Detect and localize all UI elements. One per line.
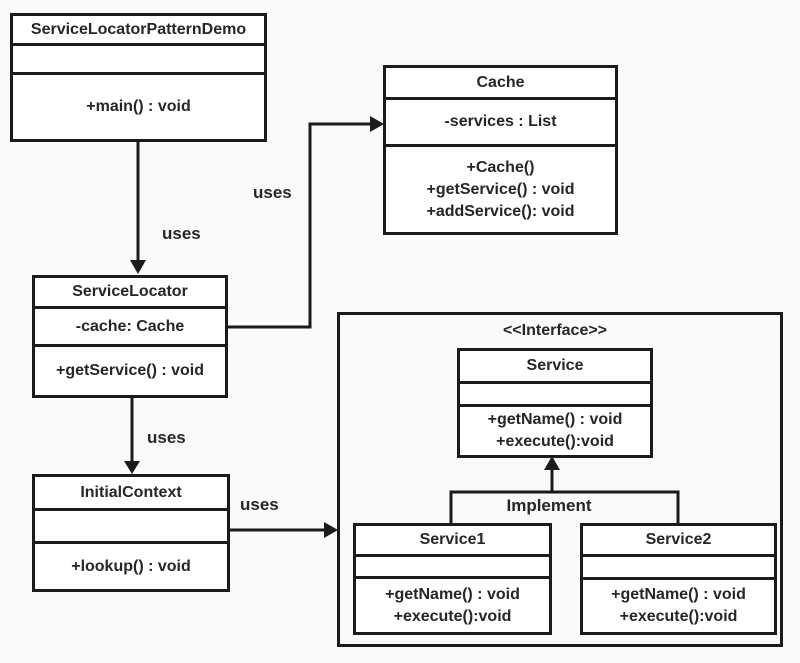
attributes-compartment	[13, 46, 264, 75]
operation: +execute():void	[619, 608, 738, 625]
arrowhead-right-into-cache	[370, 116, 384, 132]
attributes-compartment	[460, 384, 650, 407]
arrowhead-right-into-group	[324, 522, 338, 538]
interface-stereotype-label: <<Interface>>	[502, 322, 608, 339]
class-box-cache: Cache -services : List +Cache() +getServ…	[383, 65, 618, 235]
class-name: Cache	[386, 68, 615, 100]
operations-compartment: +Cache() +getService() : void +addServic…	[386, 147, 615, 232]
operations-compartment: +getService() : void	[35, 347, 225, 395]
uses-label-locator-to-cache: uses	[253, 183, 292, 202]
class-name: Service1	[356, 526, 549, 557]
operation: +Cache()	[466, 158, 535, 176]
uses-label-context-to-services: uses	[240, 495, 279, 514]
arrowhead-down-into-servicelocator	[130, 260, 146, 274]
attributes-compartment	[356, 557, 549, 579]
attributes-compartment	[35, 511, 227, 544]
uses-label-locator-to-context: uses	[147, 428, 186, 447]
attribute: -cache: Cache	[75, 317, 185, 335]
operation: +execute():void	[496, 433, 614, 450]
operation: +getName() : void	[487, 411, 623, 428]
operations-compartment: +getName() : void +execute():void	[583, 580, 774, 632]
operation: +getName() : void	[385, 585, 520, 603]
class-box-servicelocatorpatterndemo: ServiceLocatorPatternDemo +main() : void	[10, 13, 267, 142]
attributes-compartment	[583, 557, 774, 580]
operation: +getName() : void	[611, 586, 746, 603]
attributes-compartment: -services : List	[386, 100, 615, 147]
class-name: ServiceLocatorPatternDemo	[13, 16, 264, 46]
uses-line-locator-to-cache	[228, 122, 371, 329]
operations-compartment: +getName() : void +execute():void	[460, 407, 650, 455]
interface-group-container	[337, 312, 783, 647]
class-box-service2: Service2 +getName() : void +execute():vo…	[580, 523, 777, 635]
class-name: InitialContext	[35, 477, 227, 511]
operations-compartment: +lookup() : void	[35, 544, 227, 589]
attribute: -services : List	[444, 113, 557, 130]
implement-bracket-line	[449, 490, 680, 523]
operation: +addService(): void	[426, 202, 575, 220]
class-box-servicelocator: ServiceLocator -cache: Cache +getService…	[32, 275, 228, 398]
arrowhead-down-into-initialcontext	[124, 461, 140, 474]
class-name: ServiceLocator	[35, 278, 225, 309]
implement-label: Implement	[506, 496, 592, 515]
operation: +getService() : void	[55, 362, 205, 379]
class-box-service: Service +getName() : void +execute():voi…	[457, 348, 653, 458]
operations-compartment: +main() : void	[13, 75, 264, 139]
operations-compartment: +getName() : void +execute():void	[356, 579, 549, 632]
uses-label-demo-to-locator: uses	[162, 224, 201, 243]
class-box-service1: Service1 +getName() : void +execute():vo…	[353, 523, 552, 635]
arrowhead-up-into-service	[544, 456, 560, 470]
attributes-compartment: -cache: Cache	[35, 309, 225, 347]
class-name: Service2	[583, 526, 774, 557]
operation: +execute():void	[393, 607, 512, 625]
class-box-initialcontext: InitialContext +lookup() : void	[32, 474, 230, 592]
operation: +lookup() : void	[71, 557, 191, 575]
operation: +getService() : void	[426, 180, 575, 198]
class-name: Service	[460, 351, 650, 384]
operation: +main() : void	[86, 98, 191, 115]
